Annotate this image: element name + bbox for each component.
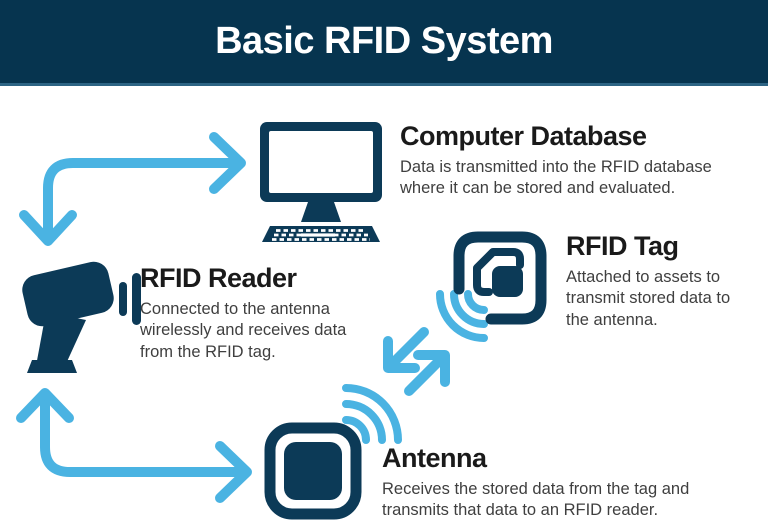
antenna-title: Antenna bbox=[382, 443, 487, 473]
rfid-reader-title: RFID Reader bbox=[140, 263, 297, 293]
antenna-signal-waves-icon bbox=[342, 384, 402, 444]
section-computer-database: Computer Database Data is transmitted in… bbox=[400, 122, 752, 200]
antenna-description: Receives the stored data from the tag an… bbox=[382, 480, 690, 520]
arrowhead-downleft-icon bbox=[383, 336, 420, 373]
arrowhead-right-icon bbox=[209, 132, 246, 194]
arrowhead-up-icon bbox=[16, 388, 74, 423]
monitor-screen bbox=[269, 131, 373, 193]
arrow-antenna-to-tag bbox=[404, 350, 450, 396]
waves-group bbox=[342, 290, 488, 444]
arrow-antenna-to-reader bbox=[16, 388, 252, 503]
arrowhead-upright-icon bbox=[413, 350, 450, 387]
section-antenna: Antenna Receives the stored data from th… bbox=[382, 444, 732, 522]
arrow-reader-to-computer bbox=[19, 132, 246, 246]
computer-database-title: Computer Database bbox=[400, 121, 647, 151]
rfid-reader-description: Connected to the antenna wirelessly and … bbox=[140, 300, 347, 361]
rfid-tag-icon bbox=[453, 231, 547, 325]
arrowhead-down-icon bbox=[19, 210, 77, 246]
section-rfid-tag: RFID Tag Attached to assets to transmit … bbox=[566, 232, 741, 331]
computer-database-description: Data is transmitted into the RFID databa… bbox=[400, 158, 712, 198]
tag-chip bbox=[492, 266, 523, 297]
keyboard-spacebar bbox=[301, 233, 335, 237]
rfid-tag-title: RFID Tag bbox=[566, 231, 679, 261]
rfid-tag-description: Attached to assets to transmit stored da… bbox=[566, 268, 731, 329]
page-title: Basic RFID System bbox=[215, 20, 553, 62]
arrow-group bbox=[16, 132, 450, 503]
section-rfid-reader: RFID Reader Connected to the antenna wir… bbox=[140, 264, 362, 363]
tag-signal-waves-icon bbox=[436, 290, 488, 342]
rfid-reader-icon bbox=[22, 261, 141, 373]
antenna-icon bbox=[264, 422, 362, 520]
arrow-tag-to-antenna bbox=[383, 327, 429, 373]
arrowhead-right-icon bbox=[215, 441, 252, 503]
desktop-computer-icon bbox=[260, 122, 382, 242]
header-bar: Basic RFID System bbox=[0, 0, 768, 86]
